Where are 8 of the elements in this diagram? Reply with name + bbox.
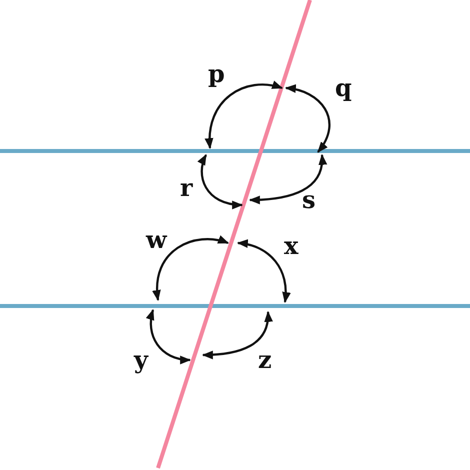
angle-label: z bbox=[258, 348, 272, 372]
angle-label: y bbox=[134, 348, 148, 372]
angle-label: s bbox=[302, 188, 316, 212]
angle-label: q bbox=[335, 76, 352, 100]
angle-label: r bbox=[180, 176, 193, 200]
angle-label: w bbox=[146, 228, 167, 252]
angle-label: x bbox=[284, 234, 298, 258]
angle-label: p bbox=[208, 62, 225, 86]
